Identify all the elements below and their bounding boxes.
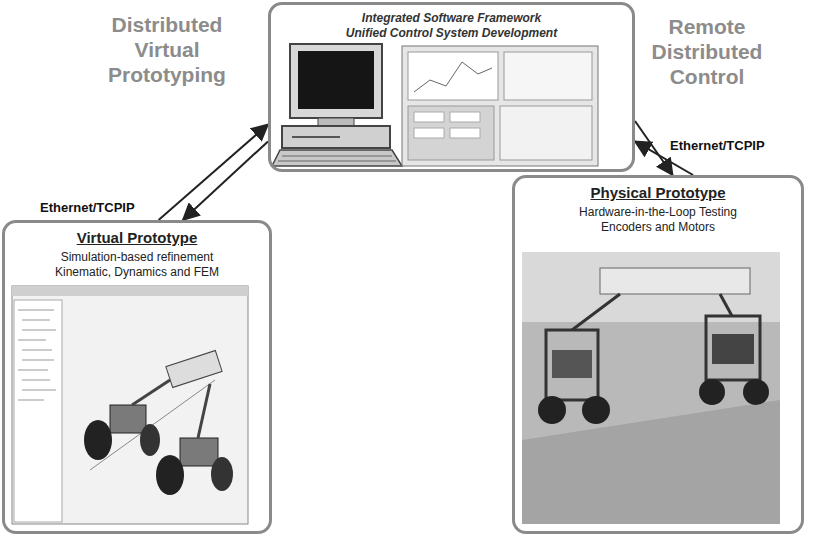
software-screenshot (402, 46, 598, 166)
protocol-label: Ethernet/TCPIP (668, 138, 767, 153)
protocol-label: Ethernet/TCPIP (38, 200, 137, 215)
box-heading: Virtual Prototype (5, 229, 269, 248)
box-body: Unified Control System Development (271, 26, 632, 41)
prototype-box: Physical PrototypeHardware-in-the-Loop T… (512, 175, 804, 534)
hardware-photo (522, 252, 780, 524)
box-heading: Integrated Software Framework (271, 11, 632, 26)
framework-box: Integrated Software FrameworkUnified Con… (268, 2, 635, 172)
network-arrow (635, 121, 673, 175)
section-label: Remote Distributed Control (632, 14, 782, 90)
box-body: Hardware-in-the-Loop Testing Encoders an… (566, 205, 751, 235)
computer-illustration (272, 44, 402, 166)
box-body: Simulation-based refinement Kinematic, D… (45, 250, 230, 280)
network-arrow (183, 141, 268, 220)
box-heading: Physical Prototype (515, 184, 801, 203)
simulation-screenshot (12, 286, 248, 524)
prototype-box: Virtual PrototypeSimulation-based refine… (2, 220, 272, 534)
section-label: Distributed Virtual Prototyping (92, 12, 242, 88)
network-arrow (159, 124, 268, 220)
